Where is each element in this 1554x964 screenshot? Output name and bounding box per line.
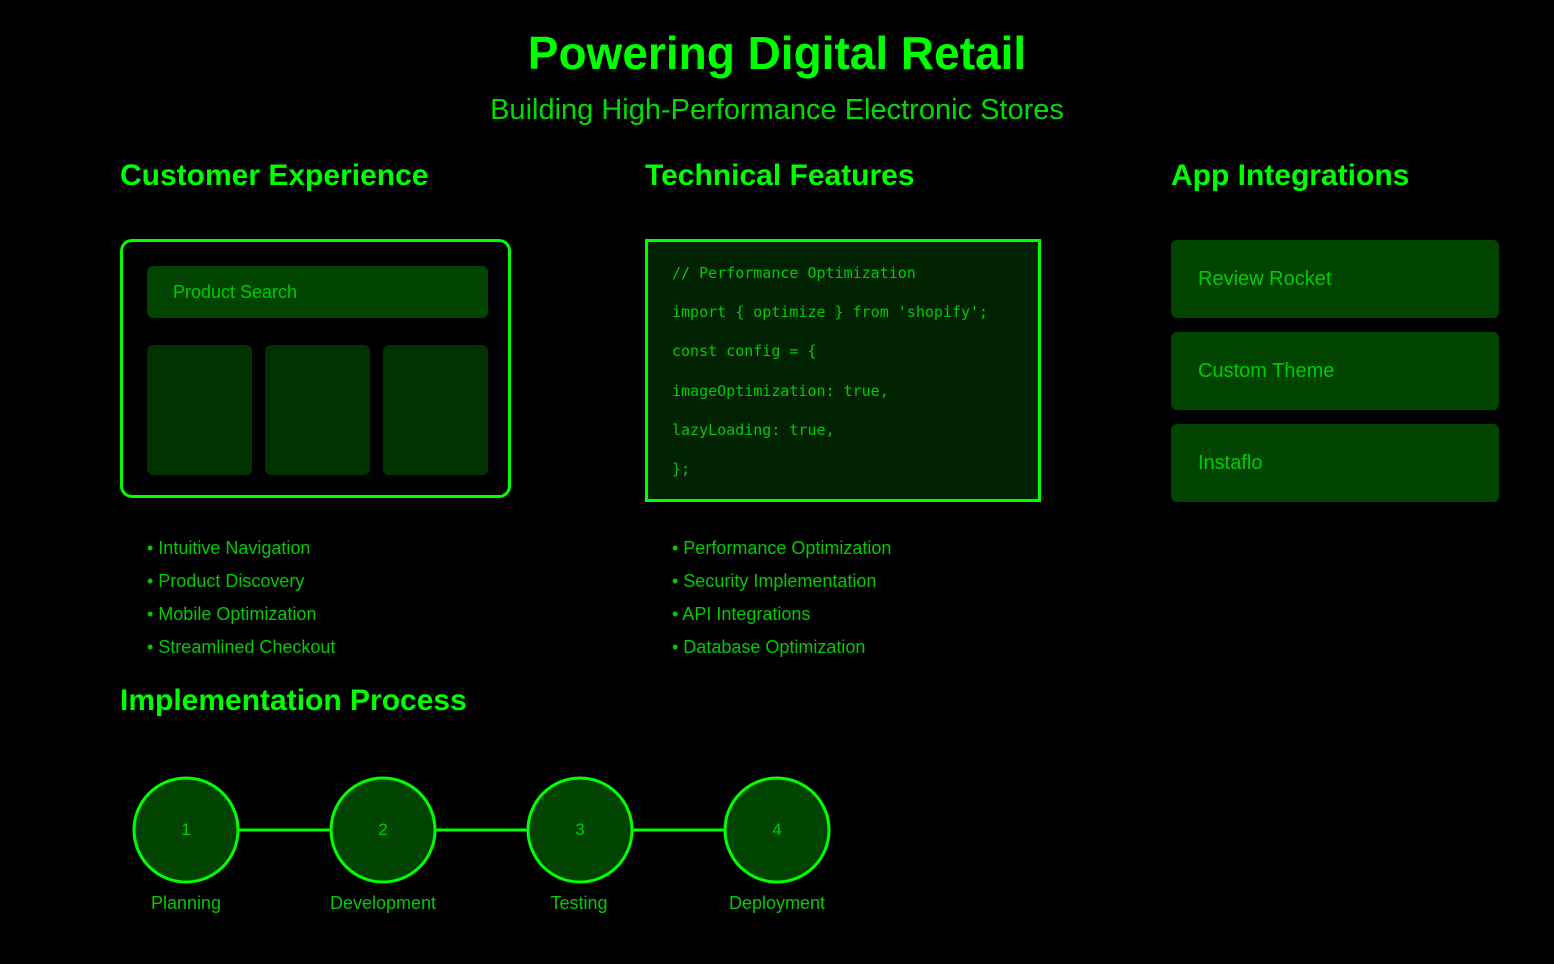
technical-features-heading: Technical Features — [645, 159, 915, 192]
step-circle-planning — [132, 776, 240, 884]
process-flow-diagram — [132, 776, 831, 884]
code-line: // Performance Optimization — [672, 264, 916, 282]
code-snippet-box — [645, 239, 1041, 502]
app-card-custom-theme: Custom Theme — [1171, 332, 1499, 410]
product-card — [265, 345, 370, 475]
code-line: const config = { — [672, 342, 817, 360]
step-label: Deployment — [728, 893, 826, 913]
step-label: Development — [329, 893, 437, 913]
customer-experience-heading: Customer Experience — [120, 159, 429, 192]
product-card — [383, 345, 488, 475]
step-label: Testing — [550, 893, 608, 913]
step-label: Planning — [150, 893, 222, 913]
code-line: imageOptimization: true, — [672, 382, 889, 400]
product-card — [147, 345, 252, 475]
step-circle-development — [329, 776, 437, 884]
step-circle-testing — [526, 776, 634, 884]
customer-feature-item: • Product Discovery — [147, 571, 305, 591]
technical-feature-item: • Database Optimization — [672, 637, 866, 657]
page-title: Powering Digital Retail — [527, 27, 1027, 79]
customer-feature-item: • Intuitive Navigation — [147, 538, 311, 558]
code-line: lazyLoading: true, — [672, 421, 835, 439]
technical-feature-item: • Security Implementation — [672, 571, 877, 591]
product-search-bar: Product Search — [147, 266, 488, 318]
step-circle-deployment — [723, 776, 831, 884]
app-integrations-heading: App Integrations — [1171, 159, 1410, 192]
implementation-process-heading: Implementation Process — [120, 684, 467, 717]
step-number: 2 — [378, 820, 388, 839]
customer-feature-item: • Mobile Optimization — [147, 604, 317, 624]
technical-feature-item: • Performance Optimization — [672, 538, 892, 558]
app-card-instaflo: Instaflo — [1171, 424, 1499, 502]
code-line: }; — [672, 460, 691, 478]
step-number: 3 — [575, 820, 585, 839]
customer-feature-item: • Streamlined Checkout — [147, 637, 336, 657]
step-number: 1 — [181, 820, 191, 839]
page-subtitle: Building High-Performance Electronic Sto… — [490, 94, 1064, 126]
step-number: 4 — [772, 820, 782, 839]
technical-feature-item: • API Integrations — [672, 604, 811, 624]
code-line: import { optimize } from 'shopify'; — [672, 303, 989, 321]
app-card-review-rocket: Review Rocket — [1171, 240, 1499, 318]
store-mockup-frame — [120, 239, 511, 498]
